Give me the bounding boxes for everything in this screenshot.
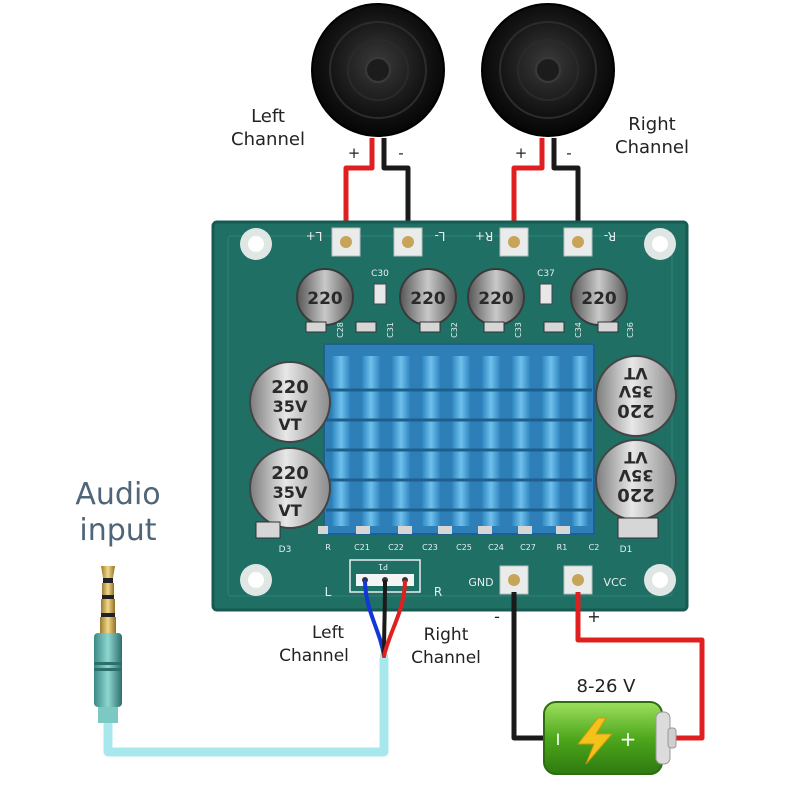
silk-c22: C22 [388,543,404,552]
silk-vcc: VCC [604,576,627,589]
big-cap-value: 220 [271,463,309,484]
silk-c36: C36 [626,322,635,338]
battery-voltage-label: 8-26 V [577,676,637,697]
terminal-r-minus [563,227,593,257]
big-cap-voltage: 35V [273,397,308,416]
silk-c33: C33 [514,322,523,338]
left-speaker-label-line2: Channel [231,129,305,150]
big-cap-series: VT [278,415,301,434]
vcc-plus-sign: + [587,607,600,626]
input-wires [363,580,407,658]
terminal-r-plus [499,227,529,257]
silk-c27: C27 [520,543,536,552]
mounting-hole [240,228,272,260]
right-minus-sign: - [566,144,571,162]
terminal-vcc [563,565,593,595]
input-left-label-line2: Channel [279,646,349,666]
mounting-hole [644,564,676,596]
big-capacitor: 220 35V VT [595,355,677,437]
silk-d1: D1 [620,545,633,555]
big-cap-series: VT [278,501,301,520]
big-cap-value: 220 [271,377,309,398]
battery [543,701,677,775]
silk-r-minus: R- [604,229,616,243]
big-cap-voltage: 35V [618,466,653,485]
silk-l-minus: L- [435,229,446,243]
small-cap-value: 220 [478,289,514,309]
left-speaker [311,3,445,137]
terminal-l-minus [393,227,423,257]
right-speaker-wires [511,138,581,242]
input-right-label-line1: Right [424,625,469,645]
left-minus-sign: - [398,144,403,162]
big-capacitor: 220 35V VT [595,439,677,521]
silk-c32: C32 [450,322,459,338]
silk-r-plus: R+ [475,229,493,243]
battery-minus-mark: I [556,730,561,749]
input-right-label-line2: Channel [411,648,481,668]
silk-gnd: GND [468,576,493,589]
audio-input-label-line1: Audio [75,477,160,512]
big-cap-value: 220 [617,484,655,505]
small-capacitor: 220 [570,268,628,326]
mounting-hole [644,228,676,260]
right-speaker [481,3,615,137]
left-speaker-label-line1: Left [251,106,285,127]
right-speaker-label-line1: Right [628,114,675,135]
small-cap-value: 220 [410,289,446,309]
audio-cable [103,654,389,757]
big-cap-series: VT [624,364,647,383]
smd-row-top [305,321,619,333]
big-cap-voltage: 35V [618,382,653,401]
amplifier-board: L+ L- R+ R- 220 220 220 220 C30 C37 [211,220,689,612]
silk-c30: C30 [371,269,389,279]
big-capacitor: 220 35V VT [249,447,331,529]
terminal-gnd [499,565,529,595]
silk-c21: C21 [354,543,370,552]
silk-r-in: R [434,585,442,599]
battery-plus-mark: + [620,727,637,751]
big-capacitor: 220 35V VT [249,361,331,443]
audio-jack-plug [94,566,122,723]
silk-c23: C23 [422,543,438,552]
silk-c25: C25 [456,543,472,552]
lightning-icon [576,717,614,765]
small-capacitor: 220 [296,268,354,326]
silk-l-plus: L+ [306,229,323,243]
audio-input-label-line2: input [79,513,156,548]
silk-d3: D3 [279,545,292,555]
silk-l: L [325,585,332,599]
smd-part [539,283,553,305]
small-capacitor: 220 [467,268,525,326]
heatsink [323,343,595,535]
silk-p1: P1 [378,562,388,571]
silk-r1: R1 [557,543,568,552]
silk-c2: C2 [589,543,600,552]
silk-c31: C31 [386,322,395,338]
terminal-l-plus [331,227,361,257]
silk-c37: C37 [537,269,555,279]
small-cap-value: 220 [307,289,343,309]
mounting-hole [240,564,272,596]
big-cap-series: VT [624,448,647,467]
power-wires [511,592,705,741]
right-speaker-label-line2: Channel [615,137,689,158]
big-cap-value: 220 [617,400,655,421]
silk-c34: C34 [574,322,583,338]
right-plus-sign: + [515,144,528,162]
gnd-minus-sign: - [494,607,500,626]
big-cap-voltage: 35V [273,483,308,502]
small-cap-value: 220 [581,289,617,309]
silk-c28: C28 [336,322,345,338]
smd-row-bottom [255,517,659,539]
left-plus-sign: + [348,144,361,162]
silk-r: R [325,543,331,552]
silk-c24: C24 [488,543,504,552]
smd-part [373,283,387,305]
left-speaker-wires [343,138,411,242]
input-left-label-line1: Left [312,623,344,643]
small-capacitor: 220 [399,268,457,326]
